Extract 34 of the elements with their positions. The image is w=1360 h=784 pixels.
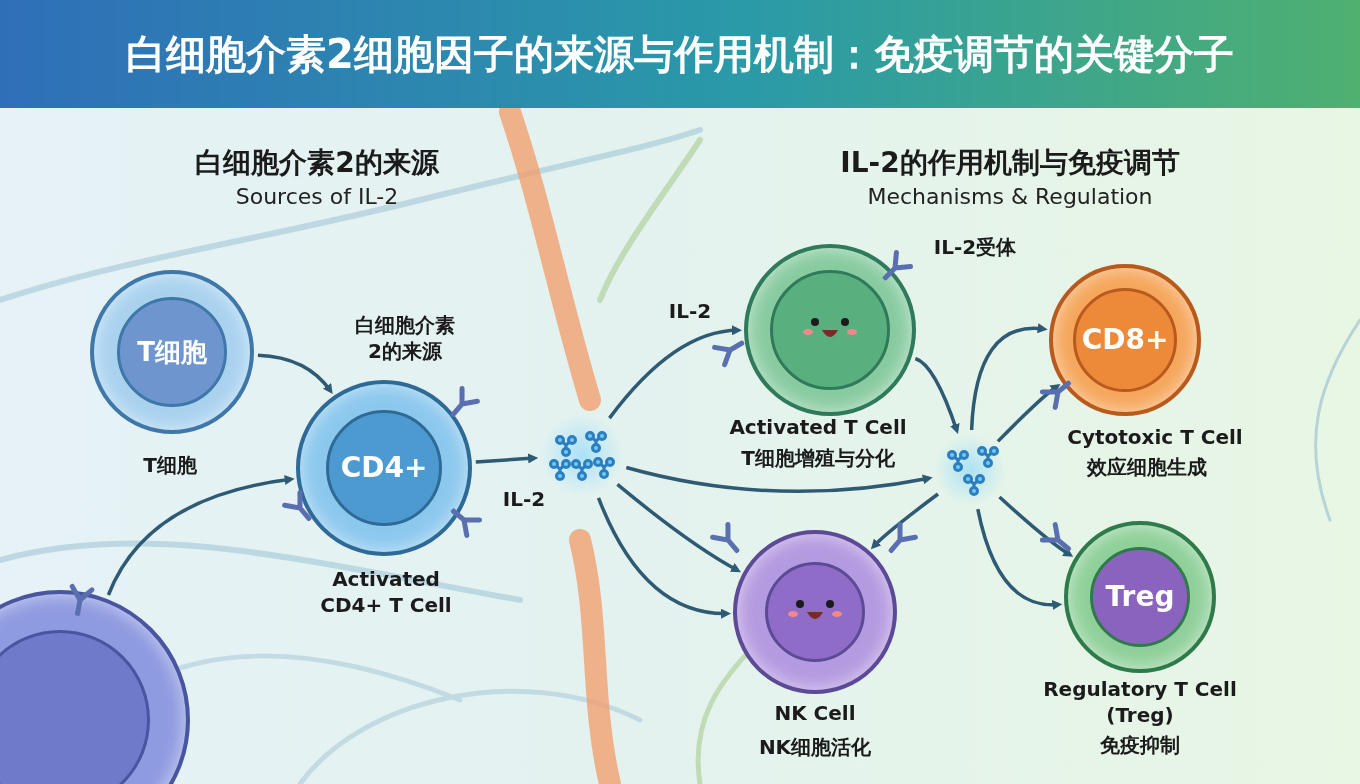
cell-caption: 免疫抑制 [1099, 732, 1181, 758]
cell-caption: T细胞增殖与分化 [740, 445, 896, 471]
annotation-text: 白细胞介素 2的来源 [354, 312, 456, 364]
cell-caption: Activated T Cell [728, 414, 908, 440]
arrow [616, 483, 741, 573]
cell-nucleus: CD8+ [1073, 288, 1177, 392]
section-subheading: Sources of IL-2 [234, 183, 400, 211]
arrow [608, 325, 742, 420]
arrow [257, 353, 333, 394]
section-heading: 白细胞介素2的来源 [194, 145, 440, 181]
cell-nucleus: Treg [1090, 547, 1190, 647]
receptor-label: IL-2受体 [932, 234, 1018, 261]
title-banner: 白细胞介素2细胞因子的来源与作用机制：免疫调节的关键分子 [0, 0, 1360, 108]
arrow [596, 497, 731, 619]
arrow [969, 323, 1048, 431]
cell-caption: NK Cell [773, 700, 857, 726]
arrow [998, 495, 1074, 557]
section-subheading: Mechanisms & Regulation [866, 183, 1154, 211]
cell-nucleus: T细胞 [117, 297, 227, 407]
arrow [996, 383, 1061, 443]
cell-caption: 效应细胞生成 [1085, 454, 1208, 480]
arrow [870, 492, 940, 550]
section-heading: IL-2的作用机制与免疫调节 [839, 145, 1181, 181]
molecule-label: IL-2 [667, 298, 713, 325]
cell-caption: IL-2 [501, 486, 547, 512]
arrow [475, 453, 539, 464]
cell-caption: Regulatory T Cell (Treg) [1042, 676, 1238, 728]
cell-caption: Cytotoxic T Cell [1066, 424, 1244, 450]
arrow [976, 508, 1063, 610]
cell-caption: NK细胞活化 [757, 734, 873, 760]
cell-caption: T细胞 [142, 452, 198, 478]
cell-caption: Activated CD4+ T Cell [319, 566, 453, 618]
cell-nucleus: CD4+ [326, 410, 442, 526]
arrow [625, 465, 933, 494]
